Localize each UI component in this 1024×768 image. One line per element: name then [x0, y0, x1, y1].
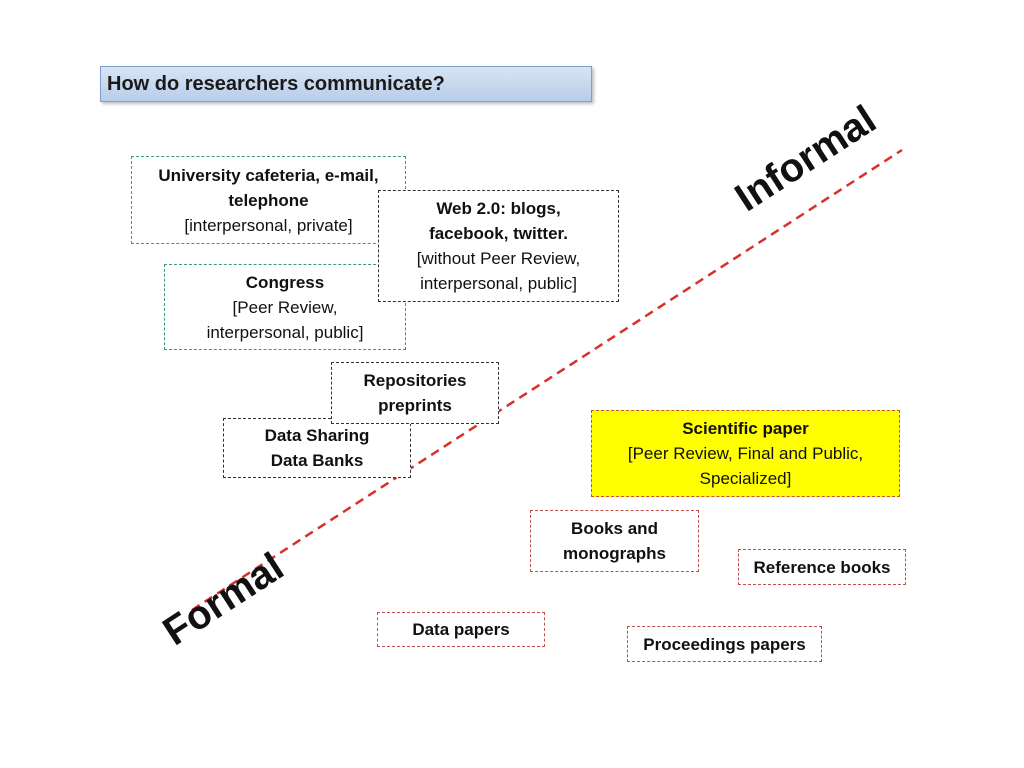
box-reference-books: Reference books	[738, 549, 906, 585]
box-repositories: Repositories preprints	[331, 362, 499, 424]
box-repositories-line2: preprints	[378, 396, 452, 415]
box-books-line1: Books and	[571, 519, 658, 538]
box-scientific-line2: [Peer Review, Final and Public,	[627, 444, 864, 463]
box-data-papers: Data papers	[377, 612, 545, 647]
box-scientific-line3: Specialized]	[699, 469, 792, 488]
box-books-line2: monographs	[563, 544, 666, 563]
box-cafeteria-line3: [interpersonal, private]	[184, 215, 353, 235]
axis-dashed-line	[191, 148, 903, 612]
box-repositories-line1: Repositories	[363, 371, 467, 390]
box-congress-line2: [Peer Review,	[232, 297, 338, 317]
box-proceedings-papers: Proceedings papers	[627, 626, 822, 662]
box-cafeteria-line2: telephone	[228, 190, 309, 210]
box-reference-line1: Reference books	[753, 557, 891, 577]
title-bar: How do researchers communicate?	[100, 66, 592, 102]
box-scientific-line1: Scientific paper	[682, 419, 809, 438]
box-scientific-paper: Scientific paper [Peer Review, Final and…	[591, 410, 900, 497]
box-cafeteria-line1: University cafeteria, e-mail,	[158, 165, 379, 185]
page-title: How do researchers communicate?	[107, 73, 445, 95]
box-congress-line3: interpersonal, public]	[206, 322, 364, 342]
box-web20-line1: Web 2.0: blogs,	[436, 199, 561, 218]
box-web20-line4: interpersonal, public]	[420, 274, 577, 293]
box-congress-line1: Congress	[245, 272, 325, 292]
box-datasharing-line2: Data Banks	[270, 451, 364, 470]
box-congress: Congress [Peer Review, interpersonal, pu…	[164, 264, 406, 350]
box-proceedings-line1: Proceedings papers	[643, 634, 806, 654]
box-datapapers-line1: Data papers	[412, 620, 510, 639]
box-cafeteria: University cafeteria, e-mail, telephone …	[131, 156, 406, 244]
box-books: Books and monographs	[530, 510, 699, 572]
box-web20-line2: facebook, twitter.	[429, 224, 568, 243]
box-web20: Web 2.0: blogs, facebook, twitter. [with…	[378, 190, 619, 302]
box-datasharing-line1: Data Sharing	[264, 426, 370, 445]
box-web20-line3: [without Peer Review,	[416, 249, 581, 268]
box-datasharing: Data Sharing Data Banks	[223, 418, 411, 478]
